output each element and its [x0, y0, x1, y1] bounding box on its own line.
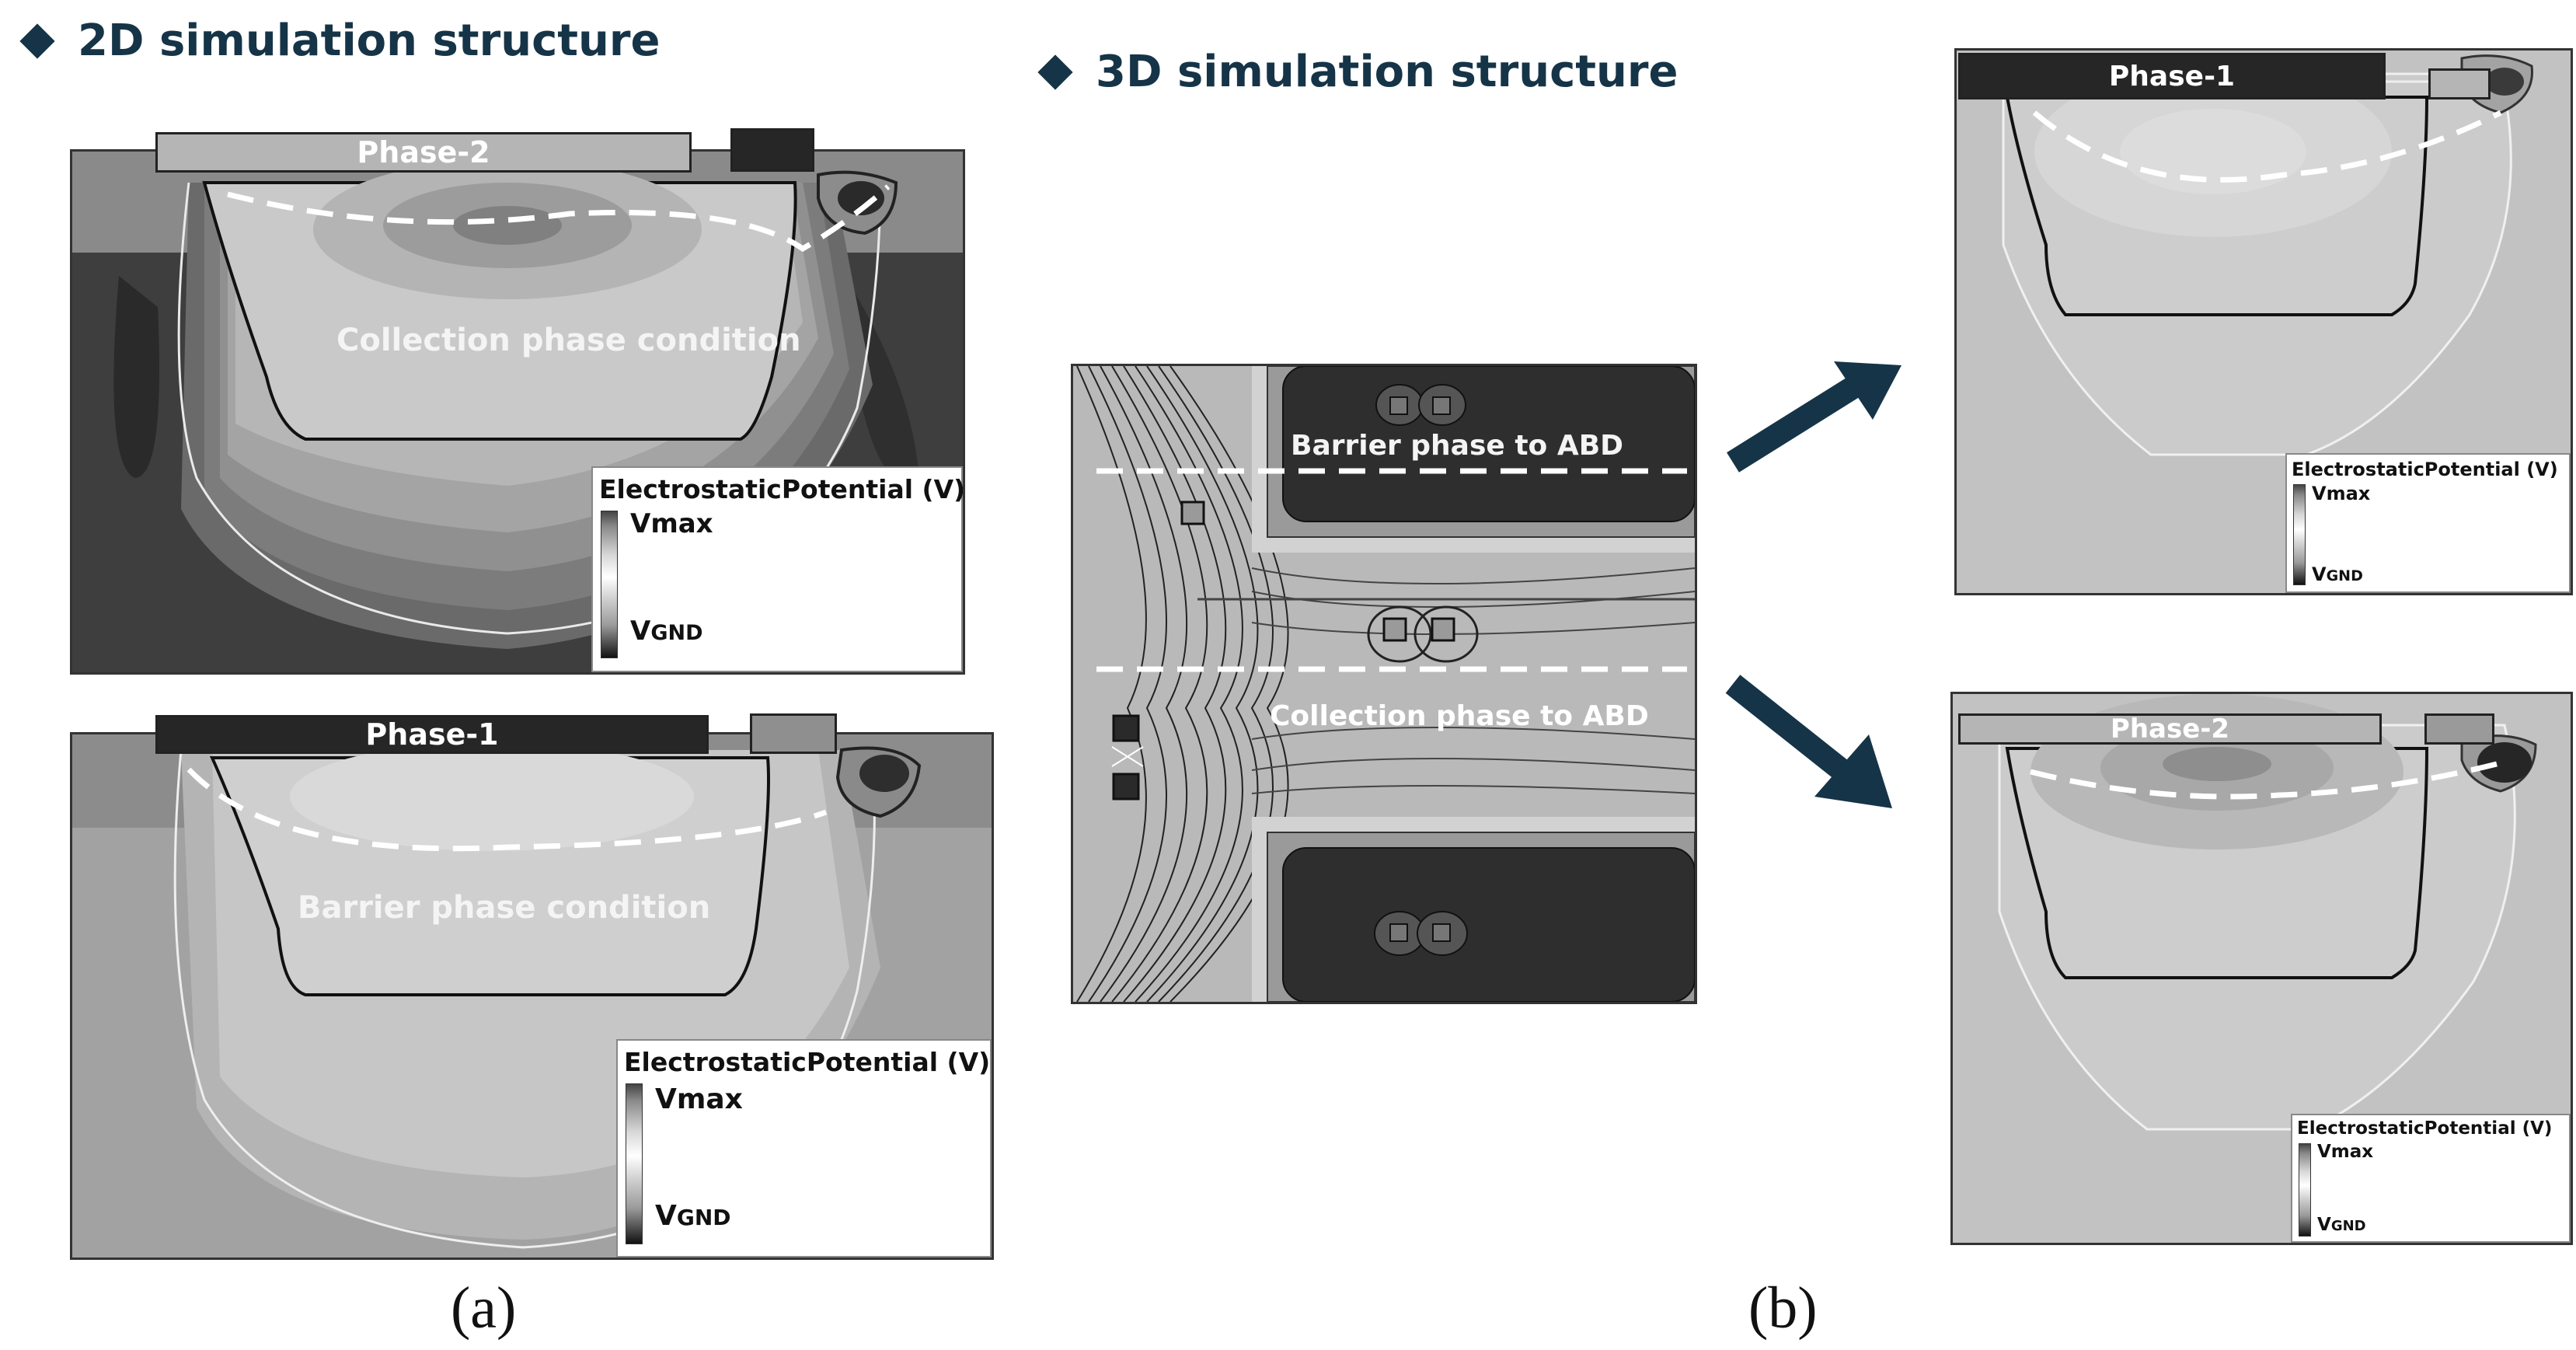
legend-vgnd-prefix: V	[655, 1200, 677, 1232]
gate-label: Phase-2	[2110, 713, 2230, 745]
legend-vgnd-prefix: V	[630, 616, 651, 647]
barrier-phase-label: Barrier phase to ABD	[1291, 430, 1624, 462]
gate-electrode-light	[2424, 713, 2494, 745]
potential-legend: ElectrostaticPotential (V) Vmax VGND	[2285, 453, 2571, 593]
gate-label: Phase-1	[365, 717, 499, 752]
legend-vmax: Vmax	[655, 1083, 743, 1115]
legend-title: ElectrostaticPotential (V)	[2292, 459, 2558, 480]
gate-phase-2: Phase-2	[1958, 713, 2382, 745]
arrow-up-right-icon	[1727, 361, 1901, 473]
legend-vgnd: VGND	[2312, 563, 2363, 585]
legend-colorbar	[601, 511, 618, 658]
legend-colorbar	[2293, 484, 2306, 585]
legend-title: ElectrostaticPotential (V)	[599, 474, 965, 504]
condition-label: Barrier phase condition	[298, 890, 711, 926]
gate-phase-1: Phase-1	[1958, 53, 2386, 99]
potential-map-3d-plan	[1073, 366, 1695, 1002]
panel-3d-phase-2: ElectrostaticPotential (V) Vmax VGND	[1950, 692, 2573, 1245]
arrow-down-right-icon	[1725, 675, 1892, 808]
legend-colorbar	[2299, 1143, 2311, 1237]
legend-vgnd-prefix: V	[2312, 563, 2327, 585]
heading-2d: 2D simulation structure	[19, 16, 661, 66]
legend-vmax: Vmax	[2317, 1142, 2374, 1162]
panel-3d-plan: Barrier phase to ABD Collection phase to…	[1071, 364, 1697, 1004]
potential-legend: ElectrostaticPotential (V) Vmax VGND	[616, 1039, 992, 1258]
potential-legend: ElectrostaticPotential (V) Vmax VGND	[2291, 1114, 2571, 1243]
legend-vgnd: VGND	[655, 1200, 731, 1232]
legend-vgnd-sub: GND	[2330, 1218, 2366, 1234]
legend-vgnd: VGND	[2317, 1215, 2366, 1235]
heading-2d-text: 2D simulation structure	[78, 16, 661, 66]
legend-vgnd-sub: GND	[2326, 567, 2363, 584]
gate-label: Phase-2	[357, 135, 490, 169]
legend-vgnd-sub: GND	[650, 621, 703, 645]
gate-electrode-dark	[730, 128, 814, 172]
caption-b: (b)	[1748, 1275, 1818, 1341]
legend-vmax: Vmax	[630, 508, 713, 539]
legend-vgnd: VGND	[630, 616, 703, 647]
gate-label: Phase-1	[2108, 60, 2236, 92]
diamond-bullet-icon	[19, 23, 55, 59]
legend-colorbar	[626, 1083, 643, 1244]
heading-3d-text: 3D simulation structure	[1096, 47, 1678, 97]
potential-legend: ElectrostaticPotential (V) Vmax VGND	[591, 466, 963, 672]
panel-2d-collection: Collection phase condition Electrostatic…	[70, 149, 965, 675]
heading-3d: 3D simulation structure	[1037, 47, 1678, 97]
gate-phase-1: Phase-1	[155, 715, 709, 754]
legend-vmax: Vmax	[2312, 483, 2371, 504]
legend-title: ElectrostaticPotential (V)	[624, 1047, 991, 1077]
condition-label: Collection phase condition	[336, 323, 801, 358]
legend-title: ElectrostaticPotential (V)	[2297, 1118, 2553, 1139]
caption-a: (a)	[451, 1275, 517, 1341]
legend-vgnd-prefix: V	[2317, 1215, 2331, 1235]
collection-phase-label: Collection phase to ABD	[1270, 700, 1649, 732]
gate-electrode-light	[2428, 68, 2491, 99]
panel-2d-barrier: Barrier phase condition ElectrostaticPot…	[70, 732, 994, 1260]
panel-3d-phase-1: ElectrostaticPotential (V) Vmax VGND	[1954, 48, 2573, 595]
gate-phase-2: Phase-2	[155, 132, 692, 173]
diamond-bullet-icon	[1037, 54, 1073, 90]
gate-electrode-light	[750, 713, 837, 754]
legend-vgnd-sub: GND	[676, 1205, 731, 1230]
potential-map-3d-phase-1	[1957, 51, 2571, 593]
